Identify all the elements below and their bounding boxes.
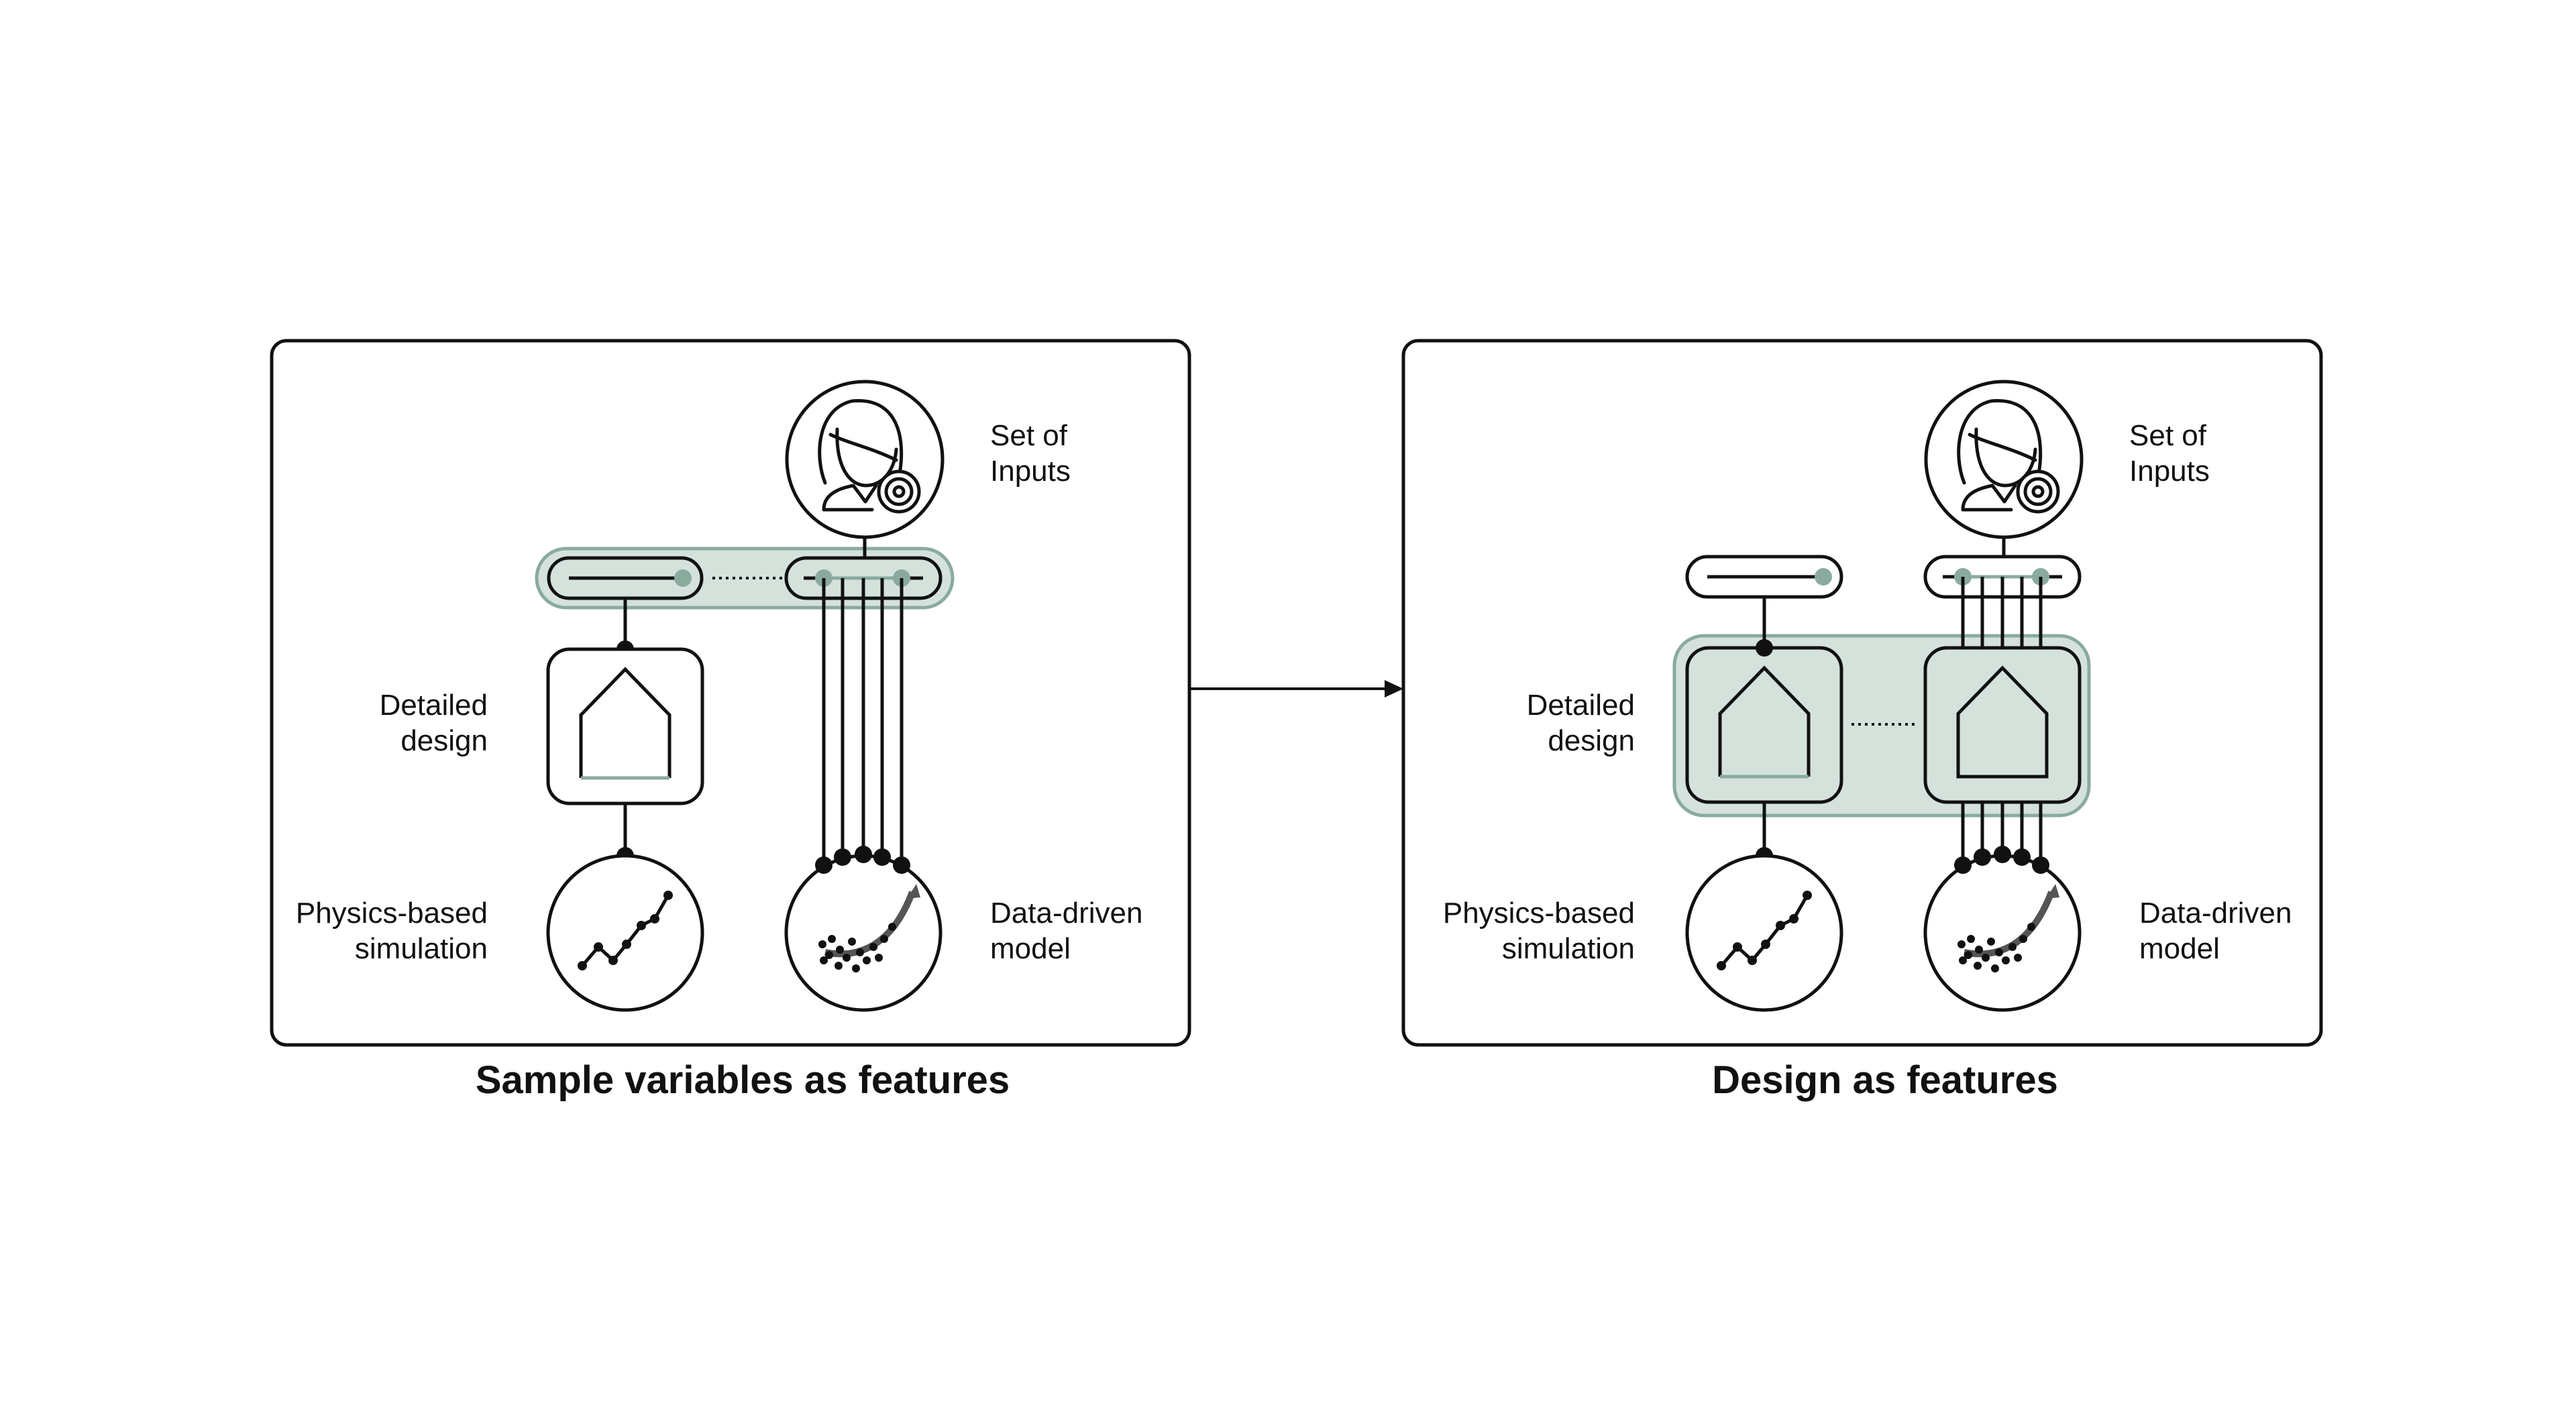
left-panel-frame bbox=[270, 339, 1191, 1047]
left-inputs-label-line1: Set of bbox=[990, 419, 1068, 452]
right-data-label-line2: model bbox=[2139, 932, 2220, 965]
left-inputs-label-line2: Inputs bbox=[990, 455, 1071, 488]
left-design-label-line2: design bbox=[400, 724, 488, 757]
right-data-label-line1: Data-driven bbox=[2139, 897, 2292, 930]
right-panel-caption: Design as features bbox=[1712, 1058, 2058, 1102]
left-physics-circle bbox=[546, 854, 704, 1012]
left-data-label-line2: model bbox=[990, 932, 1071, 965]
right-design-box-2 bbox=[1923, 646, 2082, 804]
left-design-box bbox=[546, 647, 704, 805]
right-design-label-line1: Detailed bbox=[1527, 689, 1635, 722]
right-physics-circle bbox=[1685, 854, 1843, 1012]
right-inputs-label-line1: Set of bbox=[2129, 419, 2207, 452]
right-physics-label-line2: simulation bbox=[1502, 932, 1635, 965]
left-person-icon bbox=[818, 399, 921, 514]
right-house-icon-1 bbox=[1718, 665, 1811, 779]
left-panel-caption: Sample variables as features bbox=[476, 1058, 1010, 1102]
left-design-label-line1: Detailed bbox=[380, 689, 488, 722]
left-physics-label-line2: simulation bbox=[355, 932, 488, 965]
left-data-circle bbox=[784, 854, 943, 1012]
left-inputs-highlight bbox=[535, 547, 955, 610]
right-person-circle bbox=[1924, 380, 2084, 539]
left-person-circle bbox=[785, 380, 945, 539]
left-data-nodes bbox=[815, 846, 910, 874]
right-inputs-label-line2: Inputs bbox=[2129, 455, 2210, 488]
left-scatter-fit-icon bbox=[818, 884, 920, 972]
right-slider-1 bbox=[1685, 555, 1843, 599]
left-data-label-line1: Data-driven bbox=[990, 897, 1142, 930]
right-data-nodes bbox=[1954, 846, 2049, 874]
left-panel: Set of Inputs Detailed design Physics-ba… bbox=[270, 339, 1191, 1102]
right-line-chart-icon bbox=[1717, 891, 1812, 970]
right-data-circle bbox=[1923, 854, 2082, 1012]
right-panel: Set of Inputs Detailed design Physics-ba… bbox=[1401, 339, 2323, 1102]
right-design-box-1 bbox=[1685, 646, 1843, 804]
right-design-node-top bbox=[1756, 639, 1773, 657]
right-scatter-fit-icon bbox=[1957, 884, 2059, 972]
left-data-wires bbox=[822, 578, 904, 865]
left-line-chart-icon bbox=[578, 891, 673, 970]
left-house-icon bbox=[579, 667, 672, 780]
right-person-icon bbox=[1957, 399, 2060, 514]
right-house-icon-2 bbox=[1956, 665, 2049, 779]
arrow-right-icon bbox=[1189, 680, 1403, 697]
right-design-label-line2: design bbox=[1548, 724, 1635, 757]
right-physics-label-line1: Physics-based bbox=[1443, 897, 1635, 930]
left-physics-label-line1: Physics-based bbox=[296, 897, 488, 930]
